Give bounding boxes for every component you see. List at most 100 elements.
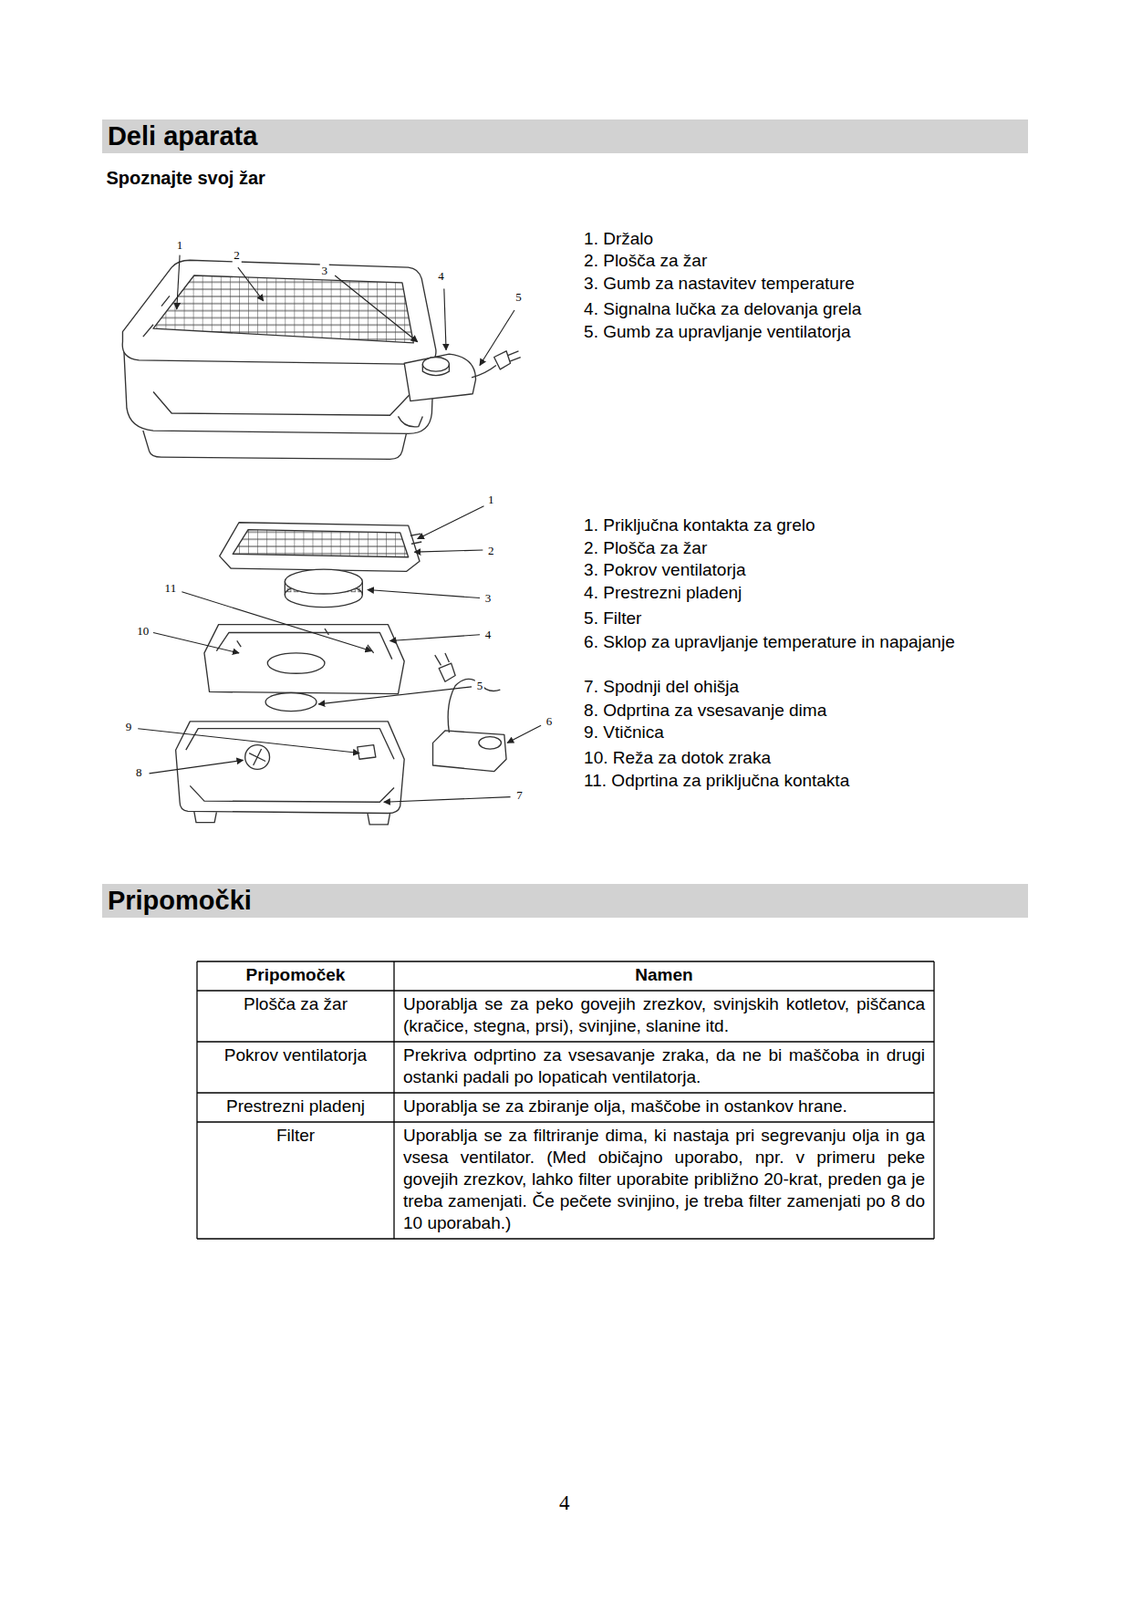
table-rule bbox=[197, 1091, 935, 1093]
base-inner bbox=[186, 728, 395, 760]
table-rule bbox=[393, 961, 395, 1239]
part-list-item: 7. Spodnji del ohišja bbox=[583, 675, 969, 697]
leader-line bbox=[176, 255, 180, 310]
callout-number: 8 bbox=[134, 765, 145, 780]
control-box bbox=[404, 353, 476, 401]
part-list-item: 4. Signalna lučka za delovanja grela bbox=[583, 298, 969, 320]
knob-side bbox=[422, 363, 449, 375]
part-list-item: 1. Držalo bbox=[583, 228, 969, 250]
part-list-item: 10. Reža za dotok zraka bbox=[583, 747, 969, 769]
table-rule bbox=[197, 1040, 935, 1042]
power-cord bbox=[471, 364, 497, 377]
grill-exploded bbox=[176, 522, 507, 825]
drip-tray-slots bbox=[237, 628, 374, 654]
leader-line bbox=[479, 310, 515, 365]
callout-number: 1 bbox=[175, 238, 186, 253]
table-cell: Uporablja se za filtriranje dima, ki nas… bbox=[394, 1122, 935, 1236]
leader-line bbox=[414, 550, 483, 552]
module-cord bbox=[447, 678, 500, 733]
part-list-item: 4. Prestrezni pladenj bbox=[583, 581, 969, 603]
table-cell: Uporablja se za peko govejih zrezkov, sv… bbox=[394, 991, 935, 1039]
part-list-item: 11. Odprtina za priključna kontakta bbox=[583, 769, 969, 791]
table-header: Pripomoček bbox=[197, 962, 395, 988]
part-list-item: 3. Gumb za nastavitev temperature bbox=[583, 272, 969, 294]
callout-number: 2 bbox=[231, 248, 242, 263]
filter bbox=[265, 693, 317, 712]
leader-line bbox=[444, 289, 447, 351]
module-knob bbox=[478, 737, 502, 749]
contact-pins bbox=[410, 533, 422, 544]
table-rule bbox=[197, 989, 935, 991]
section-heading: Pripomočki bbox=[107, 883, 1029, 918]
grill-handle bbox=[143, 295, 170, 337]
part-list-item: 6. Sklop za upravljanje temperature in n… bbox=[583, 631, 969, 653]
leader-line bbox=[507, 725, 541, 743]
callout-number: 4 bbox=[436, 269, 447, 284]
table-rule bbox=[196, 961, 198, 1239]
section-band: Deli aparata bbox=[102, 119, 1029, 154]
table-cell: Prekriva odprtino za vsesavanje zraka, d… bbox=[394, 1042, 935, 1091]
leader-line bbox=[137, 728, 360, 754]
leader-lines-2 bbox=[137, 506, 541, 802]
leader-line bbox=[318, 686, 472, 705]
grill-rim bbox=[122, 259, 437, 364]
leader-line bbox=[153, 633, 239, 654]
table-header: Namen bbox=[394, 962, 935, 988]
base-housing bbox=[176, 721, 406, 814]
grill-base bbox=[143, 430, 407, 459]
leader-line bbox=[334, 275, 418, 343]
module-plug bbox=[435, 653, 456, 682]
callout-number: 6 bbox=[544, 714, 555, 729]
fan bbox=[245, 745, 271, 770]
control-module bbox=[433, 730, 508, 772]
leader-lines-1 bbox=[176, 255, 515, 366]
drip-tray bbox=[204, 624, 405, 695]
exploded-plate-grid bbox=[232, 529, 408, 558]
part-list-item: 2. Plošča za žar bbox=[583, 249, 969, 271]
grill-skirt bbox=[153, 392, 411, 416]
table-cell: Filter bbox=[197, 1122, 395, 1149]
table-rule bbox=[933, 961, 935, 1239]
callout-number: 9 bbox=[124, 719, 135, 735]
part-list-item: 9. Vtičnica bbox=[583, 721, 969, 743]
callout-number: 11 bbox=[163, 581, 179, 596]
callout-number: 4 bbox=[483, 627, 494, 643]
grill-plate bbox=[153, 275, 414, 343]
callout-number: 2 bbox=[486, 543, 497, 559]
leader-line bbox=[417, 506, 485, 540]
leader-line bbox=[384, 797, 511, 803]
drip-tray-inner bbox=[216, 633, 392, 660]
base-feet bbox=[194, 810, 391, 825]
callout-number: 3 bbox=[483, 591, 494, 606]
callout-number: 3 bbox=[320, 263, 331, 279]
callout-number: 1 bbox=[486, 492, 497, 508]
table-cell: Pokrov ventilatorja bbox=[197, 1042, 395, 1069]
plug bbox=[494, 351, 521, 370]
leader-line bbox=[238, 267, 264, 302]
part-list-item: 8. Odprtina za vsesavanje dima bbox=[583, 699, 969, 721]
grill-assembled bbox=[122, 259, 520, 459]
callout-number: 5 bbox=[513, 290, 524, 305]
section-band: Pripomočki bbox=[102, 883, 1029, 918]
fan-cover-top bbox=[284, 569, 363, 594]
fan-blades bbox=[249, 748, 266, 766]
socket bbox=[357, 745, 376, 760]
temperature-knob bbox=[422, 357, 449, 373]
leader-line bbox=[390, 634, 480, 642]
part-list-item: 5. Gumb za upravljanje ventilatorja bbox=[583, 321, 969, 343]
table-rule bbox=[197, 1121, 935, 1122]
callout-number: 5 bbox=[475, 678, 486, 694]
table-cell: Uporablja se za zbiranje olja, maščobe i… bbox=[394, 1093, 935, 1120]
subheading: Spoznajte svoj žar bbox=[105, 167, 266, 189]
table-cell: Plošča za žar bbox=[197, 991, 395, 1018]
leader-line bbox=[367, 590, 480, 599]
drip-tray-hole bbox=[267, 653, 325, 674]
part-list-item: 1. Priključna kontakta za grelo bbox=[583, 514, 969, 536]
leader-line bbox=[181, 591, 372, 652]
page-number: 4 bbox=[559, 1491, 571, 1516]
table-cell: Prestrezni pladenj bbox=[197, 1093, 395, 1120]
exploded-plate bbox=[219, 522, 420, 572]
